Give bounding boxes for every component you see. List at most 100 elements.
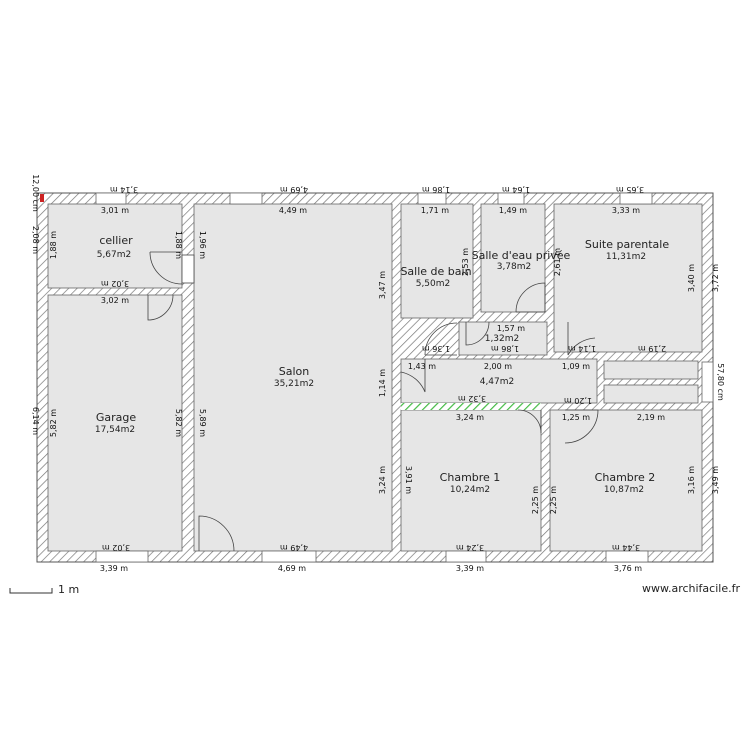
dim-label: 1,14 m	[378, 369, 387, 397]
dim-label: 3,49 m	[711, 466, 720, 494]
room-area: 3,78m2	[497, 262, 532, 272]
dim-label: 4,69 m	[278, 564, 306, 573]
door-sde	[515, 282, 546, 313]
dim-label: 2,08 m	[31, 226, 40, 254]
dim-label: 2,61 m	[553, 248, 562, 276]
room-name: Chambre 2	[595, 471, 656, 484]
room-name: Salle d'eau privée	[472, 249, 571, 262]
room-area: 17,54m2	[95, 425, 135, 435]
dim-label: 4,69 m	[280, 185, 308, 194]
floor-salle-deau	[480, 203, 546, 313]
dim-label: 3,65 m	[616, 185, 644, 194]
scale-bar	[9, 588, 53, 594]
doors	[147, 251, 599, 552]
room-name: Salle de bain	[400, 265, 471, 278]
dim-label: 4,49 m	[280, 543, 308, 552]
room-name: Salon	[279, 365, 310, 378]
window	[261, 550, 317, 563]
floor-placard-1	[603, 360, 699, 380]
dim-label: 5,82 m	[49, 409, 58, 437]
dim-label: 1,88 m	[174, 231, 183, 259]
dim-label: 1,09 m	[562, 362, 590, 371]
dim-label: 1,88 m	[49, 231, 58, 259]
floor-chambre-2	[549, 409, 703, 552]
door-opening	[181, 254, 195, 284]
dim-label: 6,14 m	[31, 407, 40, 435]
window	[701, 361, 714, 403]
dim-label: 3,72 m	[711, 264, 720, 292]
dim-label: 3,02 m	[102, 543, 130, 552]
room-floors	[47, 203, 703, 552]
dim-label: 12,00 cm	[31, 174, 40, 212]
dim-label: 3,16 m	[687, 466, 696, 494]
floor-garage	[47, 294, 183, 552]
dim-label: 3,02 m	[101, 296, 129, 305]
credit-text[interactable]: www.archifacile.fr	[641, 582, 740, 595]
room-labels: cellier 5,67m2 Garage 17,54m2 Salon 35,2…	[95, 234, 669, 495]
window	[95, 550, 149, 563]
window	[619, 192, 653, 205]
dim-label: 3,76 m	[614, 564, 642, 573]
dim-label: 3,24 m	[456, 543, 484, 552]
dim-label: 3,91 m	[404, 466, 413, 494]
window	[417, 192, 447, 205]
dim-label: 3,47 m	[378, 271, 387, 299]
dim-label: 2,25 m	[549, 486, 558, 514]
dim-label: 5,89 m	[198, 409, 207, 437]
floor-placard-2	[603, 384, 699, 404]
door-sdb	[424, 322, 458, 356]
door-salon	[198, 515, 235, 552]
dim-label: 1,14 m	[568, 344, 596, 353]
dim-label: 4,49 m	[279, 206, 307, 215]
dim-label: 3,24 m	[378, 466, 387, 494]
dim-label: 3,14 m	[110, 185, 138, 194]
marker	[40, 194, 44, 202]
dim-label: 3,40 m	[687, 264, 696, 292]
dim-label: 1,20 m	[564, 396, 592, 405]
window	[497, 192, 525, 205]
floor-salle-de-bain	[400, 203, 474, 319]
dim-label: 3,39 m	[100, 564, 128, 573]
door-wc	[465, 321, 490, 346]
window	[229, 192, 263, 205]
dim-label: 3,39 m	[456, 564, 484, 573]
window	[605, 550, 649, 563]
dim-label: 2,53 m	[461, 248, 470, 276]
dim-label: 3,01 m	[101, 206, 129, 215]
dim-label: 2,19 m	[638, 344, 666, 353]
dim-label: 1,43 m	[408, 362, 436, 371]
dim-label: 2,00 m	[484, 362, 512, 371]
dim-label: 1,49 m	[499, 206, 527, 215]
room-name: Garage	[96, 411, 137, 424]
room-area: 10,24m2	[450, 485, 490, 495]
window	[445, 550, 487, 563]
dim-label: 1,86 m	[422, 185, 450, 194]
room-area: 35,21m2	[274, 379, 314, 389]
room-name: Suite parentale	[585, 238, 669, 251]
dim-label: 3,33 m	[612, 206, 640, 215]
dim-label: 1,96 m	[198, 231, 207, 259]
dim-label: 1,25 m	[562, 413, 590, 422]
room-area: 5,67m2	[97, 250, 132, 260]
floor-cellier	[47, 203, 183, 289]
dim-label: 3,24 m	[456, 413, 484, 422]
door-cellier	[149, 251, 183, 285]
door-suite	[567, 322, 596, 356]
room-area: 4,47m2	[480, 377, 515, 387]
dim-label: 3,02 m	[101, 279, 129, 288]
floor-hall	[400, 358, 598, 404]
room-area: 5,50m2	[416, 279, 451, 289]
door-chambre1b	[517, 409, 542, 434]
dimension-labels: 3,14 m 4,69 m 1,86 m 1,64 m 3,65 m 3,01 …	[31, 174, 725, 573]
scale-label: 1 m	[58, 583, 80, 596]
dim-label: 1,64 m	[502, 185, 530, 194]
window	[95, 192, 127, 205]
floor-salon	[193, 203, 393, 552]
room-name: Chambre 1	[440, 471, 501, 484]
windows	[95, 192, 714, 563]
door-chambre2	[564, 409, 599, 444]
dim-label: 2,19 m	[637, 413, 665, 422]
door-garage	[147, 294, 174, 321]
floor-wc	[458, 321, 548, 356]
